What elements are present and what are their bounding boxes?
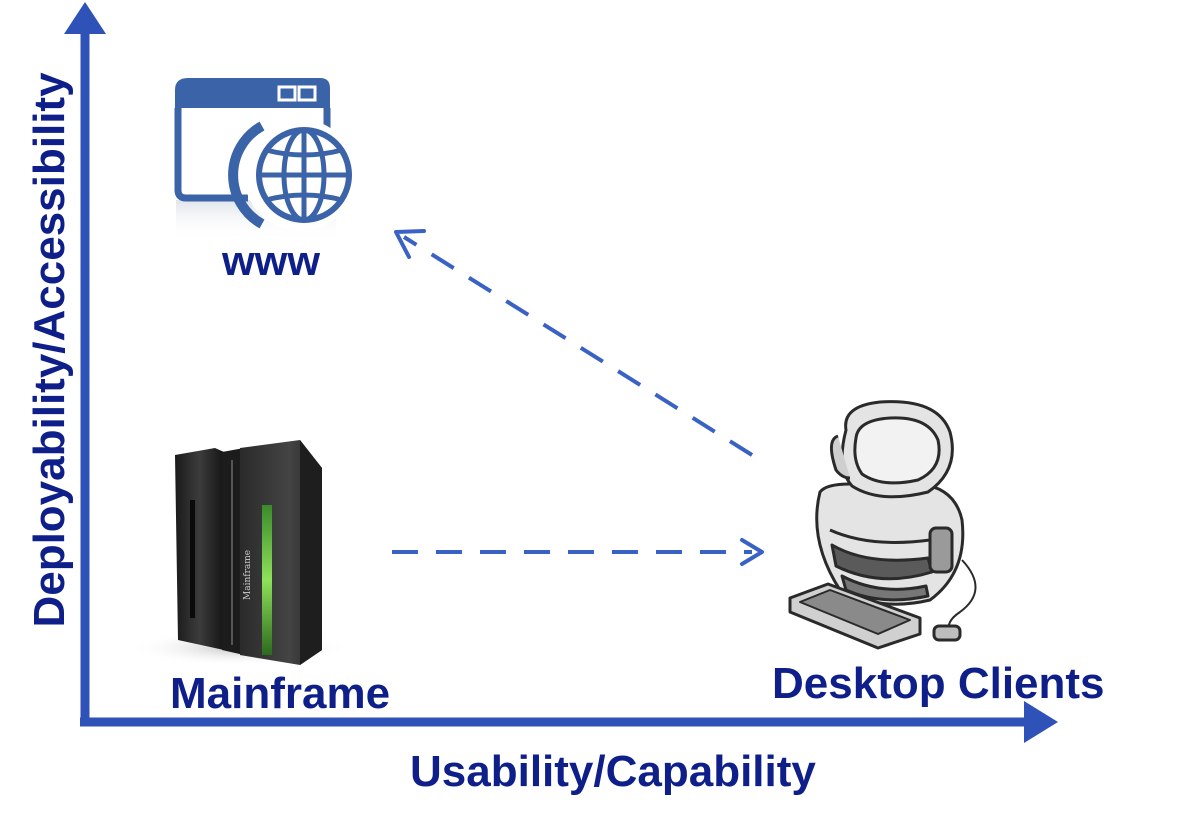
mainframe-server-icon: Mainframe bbox=[130, 440, 350, 666]
mainframe-label: Mainframe bbox=[170, 669, 391, 718]
x-axis-label: Usability/Capability bbox=[410, 747, 816, 796]
desktop-clients-label: Desktop Clients bbox=[772, 659, 1105, 708]
arrow-desktop-to-www bbox=[394, 229, 754, 457]
web-browser-globe-icon bbox=[174, 78, 356, 240]
mainframe-badge: Mainframe bbox=[243, 550, 253, 600]
y-axis bbox=[64, 2, 106, 722]
y-axis-label: Deployability/Accessibility bbox=[25, 72, 74, 628]
arrow-mainframe-to-desktop bbox=[392, 538, 764, 566]
www-label: www bbox=[222, 237, 321, 284]
desktop-computer-icon bbox=[788, 400, 977, 650]
x-axis bbox=[80, 701, 1058, 743]
